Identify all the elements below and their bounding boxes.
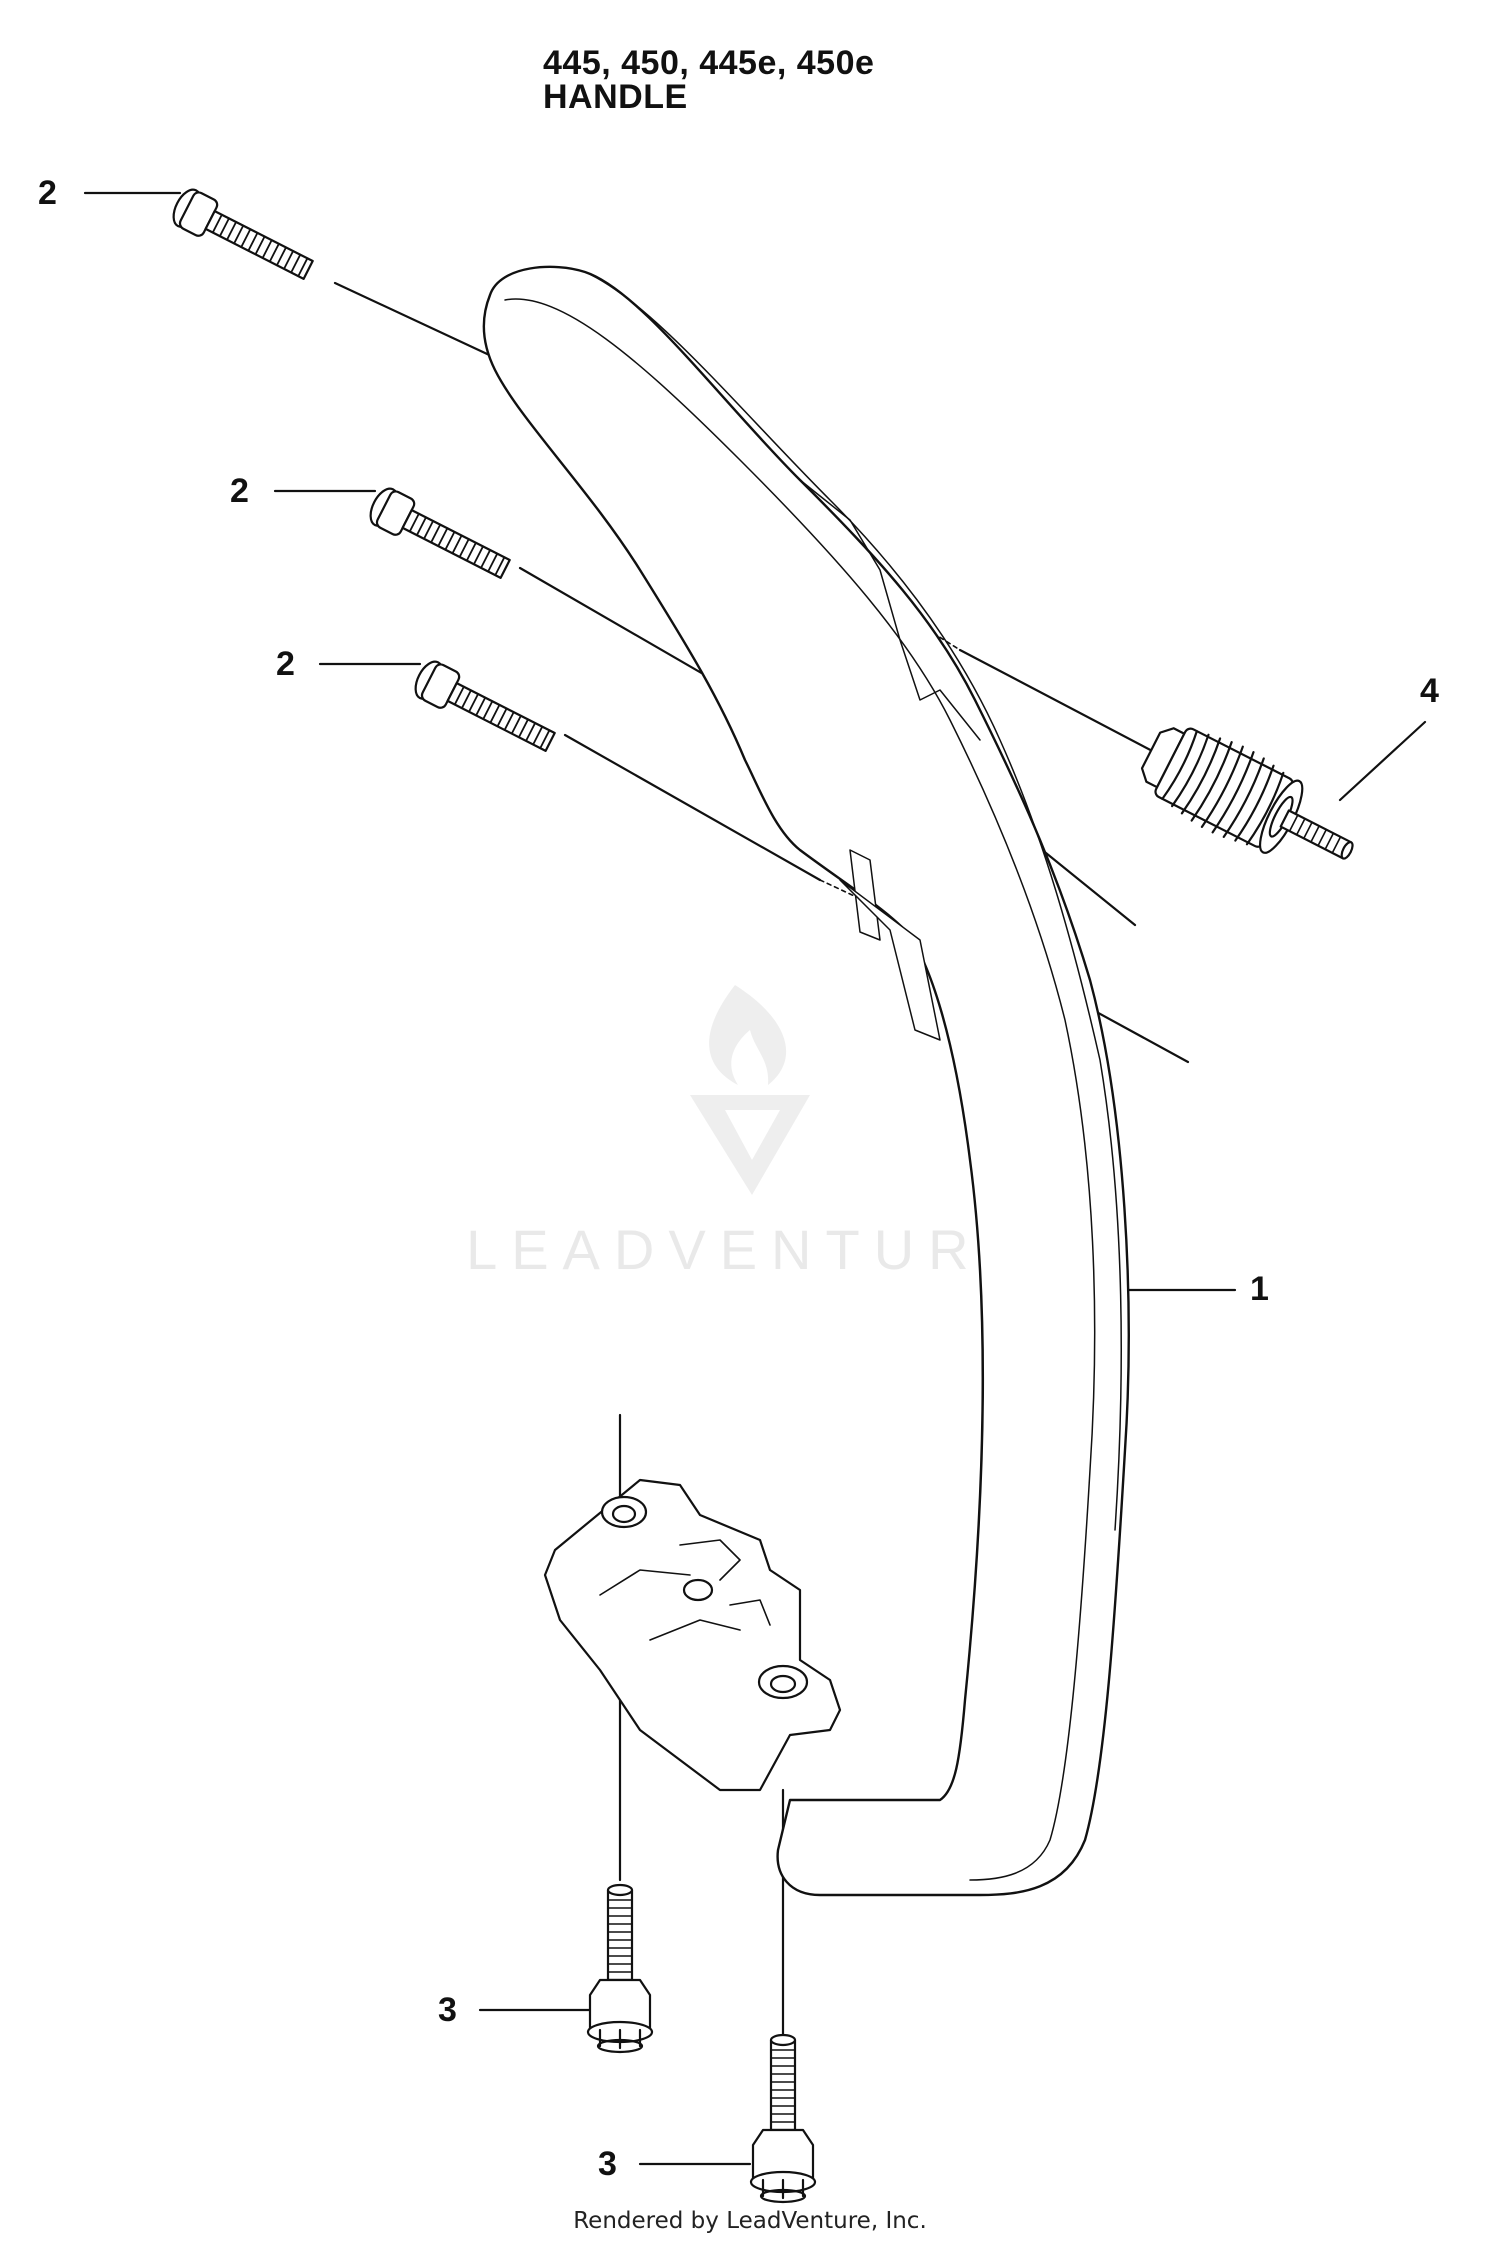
mount-hole	[600, 1495, 648, 1529]
handle-bar-1	[482, 265, 1130, 1897]
mount-rib	[599, 1539, 771, 1641]
screw-3-right	[749, 2033, 817, 2204]
handle-contour	[839, 879, 941, 1041]
diagram-model-title: 445, 450, 445e, 450e	[543, 44, 875, 82]
handle-contour	[504, 298, 1096, 1881]
screw-3-left	[586, 1883, 654, 2054]
screw-2-top	[172, 188, 314, 280]
callout-2-top: 2	[38, 174, 57, 212]
screw-2-middle	[369, 487, 511, 579]
axis-line	[333, 281, 502, 362]
footer-credit: Rendered by LeadVenture, Inc.	[573, 2208, 927, 2234]
callout-3-left: 3	[438, 1991, 457, 2029]
handle-mount-base	[543, 1478, 842, 1792]
callout-3-right: 3	[598, 2145, 617, 2183]
mount-hole	[757, 1664, 809, 1700]
callout-4: 4	[1420, 672, 1439, 710]
axis-line	[563, 733, 822, 882]
mount-hole	[611, 1504, 637, 1524]
watermark-text: LEADVENTURE	[466, 1218, 1034, 1281]
vibration-damper-4	[1140, 727, 1354, 860]
axis-line	[958, 648, 1162, 757]
mount-hole	[682, 1578, 714, 1602]
handle-grip-slot	[849, 849, 881, 941]
callout-2-middle: 2	[230, 472, 249, 510]
screw-2-lower	[414, 660, 556, 752]
callout-1: 1	[1250, 1270, 1269, 1308]
handle-contour	[584, 271, 1122, 1531]
mount-hole	[769, 1674, 797, 1694]
diagram-section-title: HANDLE	[543, 78, 688, 116]
callout-2-lower: 2	[276, 645, 295, 683]
handle-contour	[799, 479, 981, 741]
leader-line	[1338, 720, 1427, 802]
